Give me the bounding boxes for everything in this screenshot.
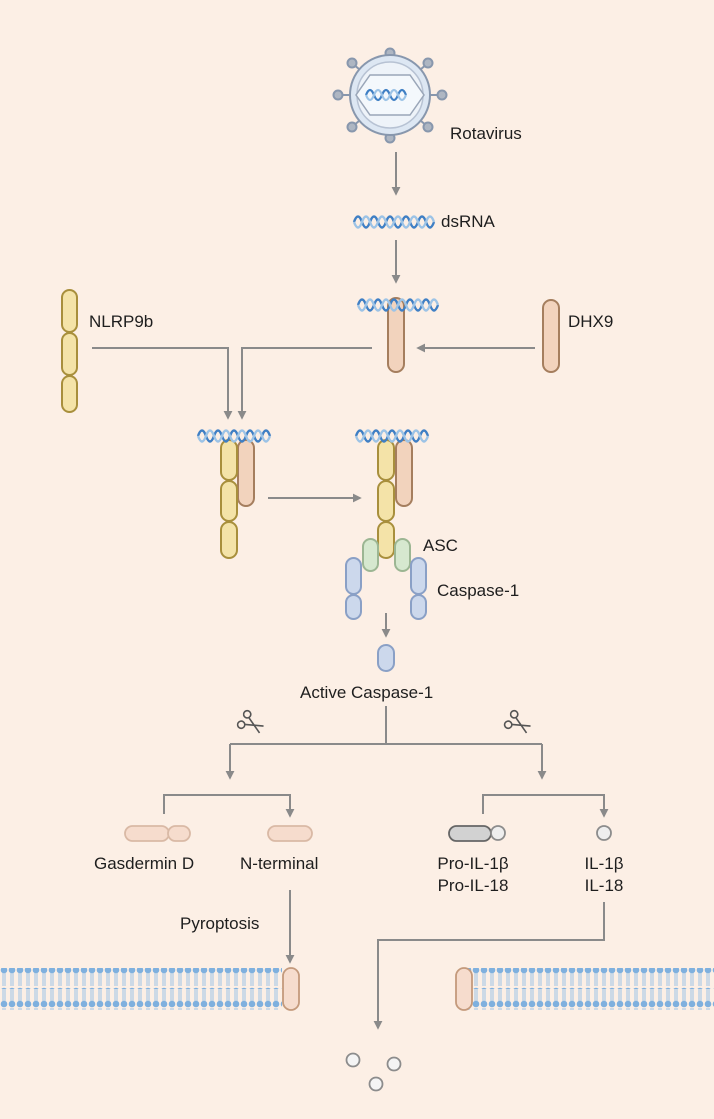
arrow-dhx9-dsrna-to-complex [237, 347, 372, 420]
dhx9-protein-icon [542, 299, 560, 373]
pyroptosis-label: Pyroptosis [180, 914, 260, 933]
nlrp9b-label: NLRP9b [89, 312, 154, 331]
asc-label: ASC [423, 536, 458, 555]
il-1b-icon [596, 825, 612, 841]
cell-membrane-right [468, 968, 714, 1010]
arrow-nlrp9b-to-complex [92, 347, 233, 420]
gasdermin-pore-icon [455, 967, 473, 1011]
dsrna-label: dsRNA [441, 212, 495, 231]
il-18-label: IL-18 [584, 876, 624, 895]
pro-il-18-label: Pro-IL-18 [437, 876, 509, 895]
arrow-cytokine-release [373, 902, 605, 1030]
nlrp9b-protein-icon [61, 289, 78, 413]
released-cytokines-icon [345, 1052, 402, 1092]
gasdermin-pore-icon [282, 967, 300, 1011]
dsrna-icon [352, 215, 436, 229]
inflammasome-complex-icon [354, 429, 430, 559]
caspase1-protein-icon [345, 557, 427, 620]
nlrp9b-dhx9-dsrna-complex-icon [196, 429, 272, 559]
dhx9-label: DHX9 [568, 312, 614, 331]
n-terminal-icon [267, 825, 313, 842]
rotavirus-label: Rotavirus [450, 124, 522, 143]
rotavirus-icon [332, 47, 448, 144]
active-caspase1-label: Active Caspase-1 [300, 683, 434, 702]
cleavage-branch-lines [163, 706, 609, 818]
n-terminal-label: N-terminal [240, 854, 319, 873]
active-caspase1-icon [377, 644, 395, 672]
scissors-icon [236, 709, 264, 734]
cell-membrane-left [0, 968, 282, 1010]
pro-il-1b-icon [448, 825, 506, 842]
caspase1-label: Caspase-1 [437, 581, 520, 600]
dhx9-dsrna-complex-icon [356, 297, 440, 373]
il-1b-label: IL-1β [584, 854, 624, 873]
scissors-icon [503, 709, 531, 734]
asc-protein-icon [362, 538, 411, 572]
gasdermin-d-label: Gasdermin D [94, 854, 195, 873]
pro-il-1b-label: Pro-IL-1β [437, 854, 509, 873]
gasdermin-d-icon [124, 825, 191, 842]
